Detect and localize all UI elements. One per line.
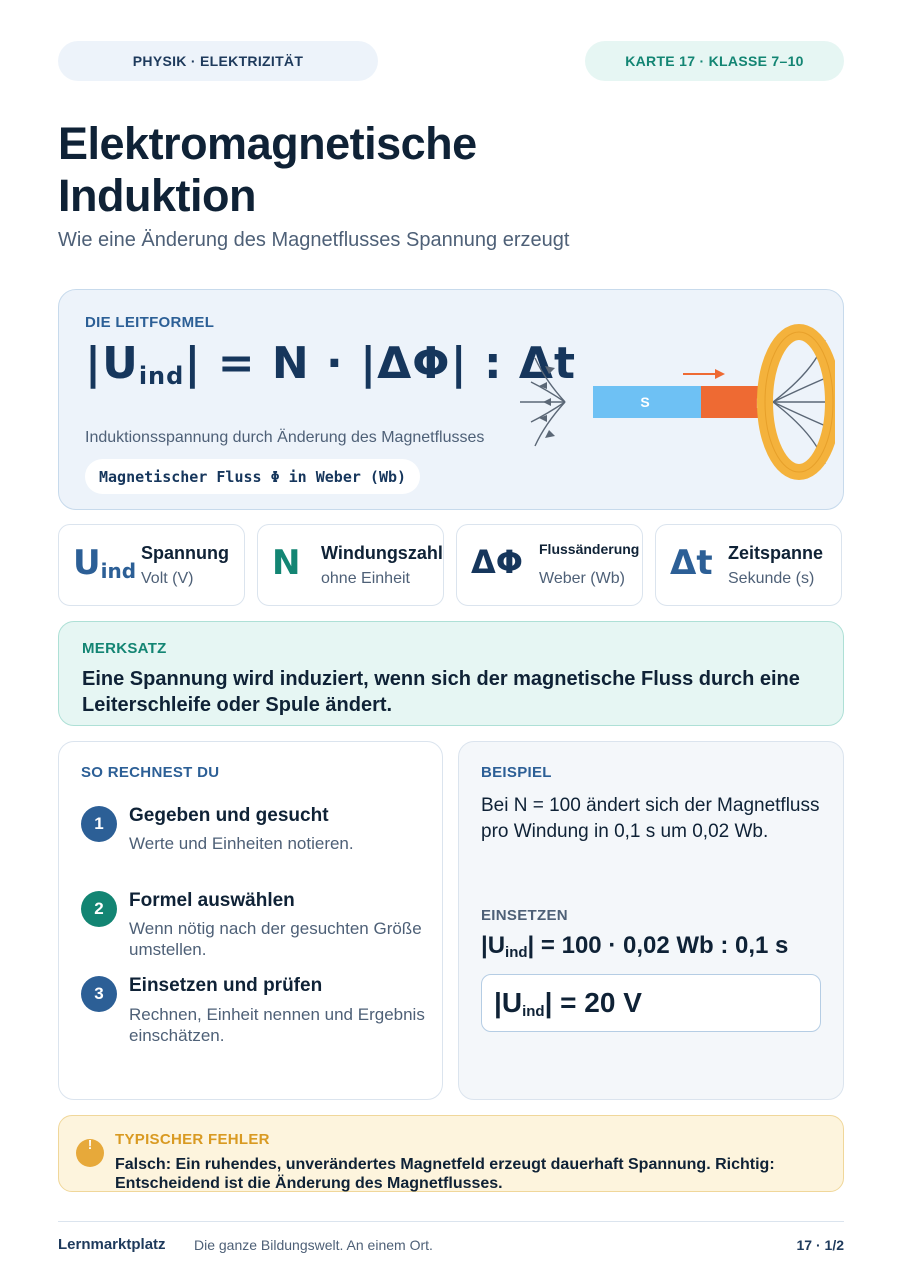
warning-label: TYPISCHER FEHLER [115, 1131, 270, 1148]
symbol-flux-name: Flussänderung [539, 541, 640, 557]
symbol-turns-unit: ohne Einheit [321, 570, 410, 587]
typical-mistake-box: ! TYPISCHER FEHLER Falsch: Ein ruhendes,… [58, 1115, 844, 1192]
page-number: 17 · 1/2 [796, 1237, 844, 1253]
symbol-turns: N [272, 543, 301, 583]
step-title-2: Formel auswählen [129, 890, 295, 911]
symbol-time-unit: Sekunde (s) [728, 570, 815, 587]
insert-label: EINSETZEN [481, 907, 568, 924]
merksatz-text: Eine Spannung wird induziert, wenn sich … [82, 668, 800, 716]
step-number-1: 1 [81, 806, 117, 842]
step-text-3: Rechnen, Einheit nennen und Ergebnis ein… [129, 1005, 425, 1045]
symbol-voltage: Uind [73, 543, 137, 583]
step-text-2: Wenn nötig nach der gesuchten Größe umst… [129, 919, 422, 959]
induction-illustration: S N [520, 324, 835, 480]
footer-divider [58, 1221, 844, 1222]
warning-text: Falsch: Ein ruhendes, unverändertes Magn… [115, 1156, 775, 1192]
steps-label: SO RECHNEST DU [81, 764, 220, 781]
symbol-voltage-unit: Volt (V) [141, 570, 194, 587]
magnet-south-pole [593, 386, 701, 418]
merksatz-label: MERKSATZ [82, 640, 167, 657]
motion-arrow [683, 369, 725, 379]
main-formula: |Uind| = N · |ΔΦ| : Δt [85, 338, 576, 390]
steps-card: SO RECHNEST DU 1 Gegeben und gesucht Wer… [58, 741, 443, 1100]
symbol-time: Δt [670, 543, 713, 583]
step-title-3: Einsetzen und prüfen [129, 975, 323, 996]
example-calculation: |Uind| = 100 · 0,02 Wb : 0,1 s [481, 932, 789, 961]
symbol-flux-unit: Weber (Wb) [539, 570, 625, 587]
magnet-south-label: S [640, 394, 649, 410]
symbol-time-name: Zeitspanne [728, 543, 824, 563]
page-subtitle: Wie eine Änderung des Magnetflusses Span… [58, 229, 570, 251]
formula-description: Induktionsspannung durch Änderung des Ma… [85, 429, 485, 446]
symbol-card-voltage: Uind Spannung Volt (V) [58, 524, 245, 606]
card-pill: KARTE 17 · KLASSE 7–10 [585, 41, 844, 81]
example-text: Bei N = 100 ändert sich der Magnetfluss … [481, 795, 820, 842]
field-arrows-left [539, 366, 555, 438]
flux-unit-chip: Magnetischer Fluss Φ in Weber (Wb) [85, 459, 421, 494]
merksatz-box: MERKSATZ Eine Spannung wird induziert, w… [58, 621, 844, 726]
warning-icon: ! [76, 1138, 104, 1167]
page-title: Elektromagnetische Induktion [58, 118, 477, 221]
symbol-turns-name: Windungszahl [321, 543, 443, 563]
step-number-2: 2 [81, 891, 117, 927]
step-title-1: Gegeben und gesucht [129, 805, 329, 826]
field-lines-left [520, 357, 566, 447]
footer-brand: Lernmarktplatz [58, 1236, 166, 1253]
example-result: |Uind| = 20 V [494, 987, 642, 1020]
symbol-card-time: Δt Zeitspanne Sekunde (s) [655, 524, 842, 606]
symbol-voltage-name: Spannung [141, 543, 229, 563]
result-box: |Uind| = 20 V [481, 974, 821, 1032]
formula-card-label: DIE LEITFORMEL [85, 314, 215, 331]
step-text-1: Werte und Einheiten notieren. [129, 834, 354, 853]
footer-tagline: Die ganze Bildungswelt. An einem Ort. [194, 1237, 433, 1253]
subject-pill: PHYSIK · ELEKTRIZITÄT [58, 41, 378, 81]
symbol-card-flux: ΔΦ Flussänderung Weber (Wb) [456, 524, 643, 606]
symbol-card-turns: N Windungszahl ohne Einheit [257, 524, 444, 606]
step-number-3: 3 [81, 976, 117, 1012]
example-card: BEISPIEL Bei N = 100 ändert sich der Mag… [458, 741, 844, 1100]
example-label: BEISPIEL [481, 764, 552, 781]
symbol-flux: ΔΦ [471, 543, 523, 581]
formula-card: DIE LEITFORMEL |Uind| = N · |ΔΦ| : Δt In… [58, 289, 844, 510]
